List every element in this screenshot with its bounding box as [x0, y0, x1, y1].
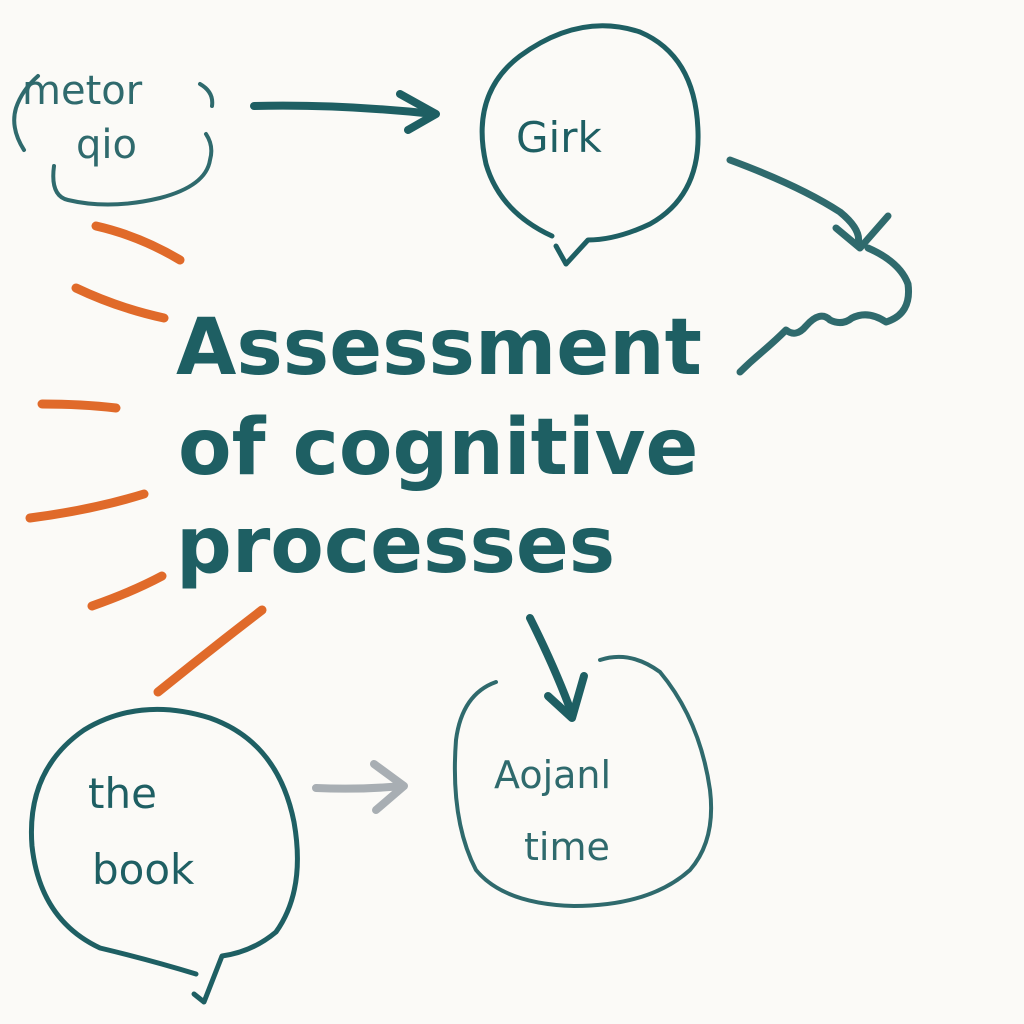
node-label-line-1: Aojanl — [494, 753, 611, 797]
node-aojanl-time: Aojanl time — [452, 654, 714, 908]
emphasis-dash — [71, 283, 169, 323]
emphasis-dash — [25, 489, 149, 523]
speech-bubble-outline — [479, 23, 701, 267]
node-label-line-1: metor — [22, 68, 143, 114]
emphasis-dash — [153, 605, 267, 697]
node-outline — [12, 74, 215, 207]
emphasis-dash — [87, 571, 167, 611]
node-label-line-2: book — [92, 845, 195, 894]
central-title: Assessment of cognitive processes — [176, 303, 702, 591]
title-line-2: of cognitive — [178, 403, 698, 493]
arrow-right-faint-icon — [312, 760, 408, 814]
bubble-outline — [452, 654, 714, 908]
node-label-line-2: qio — [76, 122, 137, 168]
emphasis-dash — [91, 221, 185, 265]
speech-bubble-outline — [28, 706, 300, 1005]
arrow-right-icon — [250, 90, 440, 134]
curved-arrow-icon — [726, 156, 913, 376]
node-metor-qio: metor qio — [12, 68, 215, 207]
node-label-line-2: time — [524, 825, 610, 869]
emphasis-dash — [37, 399, 121, 413]
title-line-1: Assessment — [176, 303, 702, 393]
node-label: Girk — [516, 113, 602, 162]
title-line-3: processes — [176, 501, 615, 591]
node-girk: Girk — [479, 23, 701, 267]
emphasis-dashes — [25, 221, 267, 697]
node-label-line-1: the — [88, 769, 157, 818]
node-the-book: the book — [28, 706, 300, 1005]
arrow-down-icon — [526, 614, 588, 722]
